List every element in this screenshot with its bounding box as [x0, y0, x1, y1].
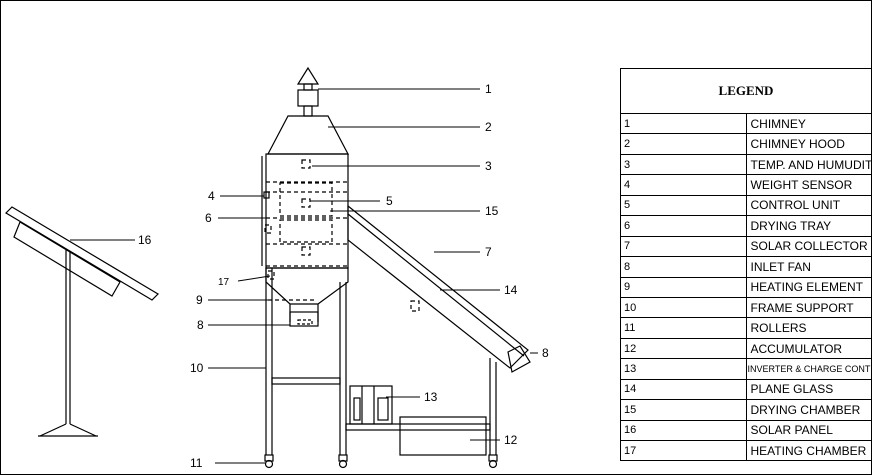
callout-7: 7: [485, 245, 492, 259]
inverter-assembly: [349, 385, 393, 425]
legend-item-number: 4: [620, 174, 747, 196]
legend-item-number: 14: [620, 378, 747, 401]
legend-item-number: 8: [620, 256, 747, 278]
chimney-hood: [267, 115, 349, 155]
legend-item-number: 10: [620, 296, 747, 319]
legend-item-label: CHIMNEY: [745, 112, 872, 135]
legend-item-label: PLANE GLASS: [745, 378, 872, 401]
legend-item-number: 1: [620, 112, 747, 135]
legend-title: LEGEND: [620, 68, 872, 114]
legend-item-number: 15: [620, 399, 747, 421]
callout-4: 4: [208, 189, 215, 203]
callout-13: 13: [424, 390, 438, 404]
legend-header-row: LEGEND: [620, 68, 872, 114]
callout-14: 14: [504, 283, 518, 297]
solar-panel: [5, 206, 159, 437]
frame-support: [265, 268, 497, 455]
legend-item-number: 3: [620, 153, 747, 176]
legend-item-number: 5: [620, 194, 747, 217]
inlet-fan-box: [289, 311, 319, 327]
callout-1: 1: [485, 82, 492, 96]
legend-item-label: DRYING TRAY: [745, 215, 872, 237]
callout-8-fan: 8: [197, 318, 204, 332]
legend-item-label: ACCUMULATOR: [745, 337, 872, 360]
legend-item-number: 17: [620, 439, 747, 462]
legend-item-label: HEATING ELEMENT: [745, 276, 872, 298]
legend-item-label: ROLLERS: [745, 317, 872, 339]
legend-item-label: DRYING CHAMBER: [745, 399, 872, 421]
accumulator: [399, 416, 487, 456]
drying-trays: [264, 159, 420, 312]
legend-item-number: 16: [620, 419, 747, 442]
legend-item-number: 7: [620, 235, 747, 258]
callout-2: 2: [485, 120, 492, 134]
legend-item-number: 12: [620, 337, 747, 360]
legend-item-label: CHIMNEY HOOD: [745, 133, 872, 155]
legend-item-number: 13: [620, 358, 747, 380]
legend-item-label: TEMP. AND HUMUDITY SENSOR: [745, 153, 872, 176]
callout-9: 9: [196, 293, 203, 307]
legend-item-number: 11: [620, 317, 747, 339]
legend-item-label: HEATING CHAMBER: [745, 439, 872, 462]
callout-8-inlet: 8: [542, 346, 549, 360]
callout-5: 5: [386, 194, 393, 208]
chimney: [296, 66, 320, 117]
legend-item-number: 9: [620, 276, 747, 298]
legend-item-label: SOLAR COLLECTOR: [745, 235, 872, 258]
legend-item-label: CONTROL UNIT: [745, 194, 872, 217]
legend-item-label: WEIGHT SENSOR: [745, 174, 872, 196]
callout-15: 15: [485, 204, 499, 218]
legend-item-label: INLET FAN: [745, 256, 872, 278]
callout-3: 3: [485, 159, 492, 173]
legend-item-number: 2: [620, 133, 747, 155]
legend-item-label: SOLAR PANEL: [745, 419, 872, 442]
legend-item-label: INVERTER & CHARGE CONTROLLER ASSEMBLY: [745, 358, 872, 380]
callout-12: 12: [504, 433, 518, 447]
callout-6: 6: [205, 211, 212, 225]
solar-collector: [347, 204, 531, 373]
callout-11: 11: [190, 456, 203, 470]
legend-item-number: 6: [620, 215, 747, 237]
callout-16: 16: [138, 233, 152, 247]
legend-item-label: FRAME SUPPORT: [745, 296, 872, 319]
heating-chamber: [265, 267, 349, 305]
rollers: [264, 454, 498, 469]
callout-17: 17: [218, 277, 230, 288]
callout-10: 10: [190, 361, 204, 375]
